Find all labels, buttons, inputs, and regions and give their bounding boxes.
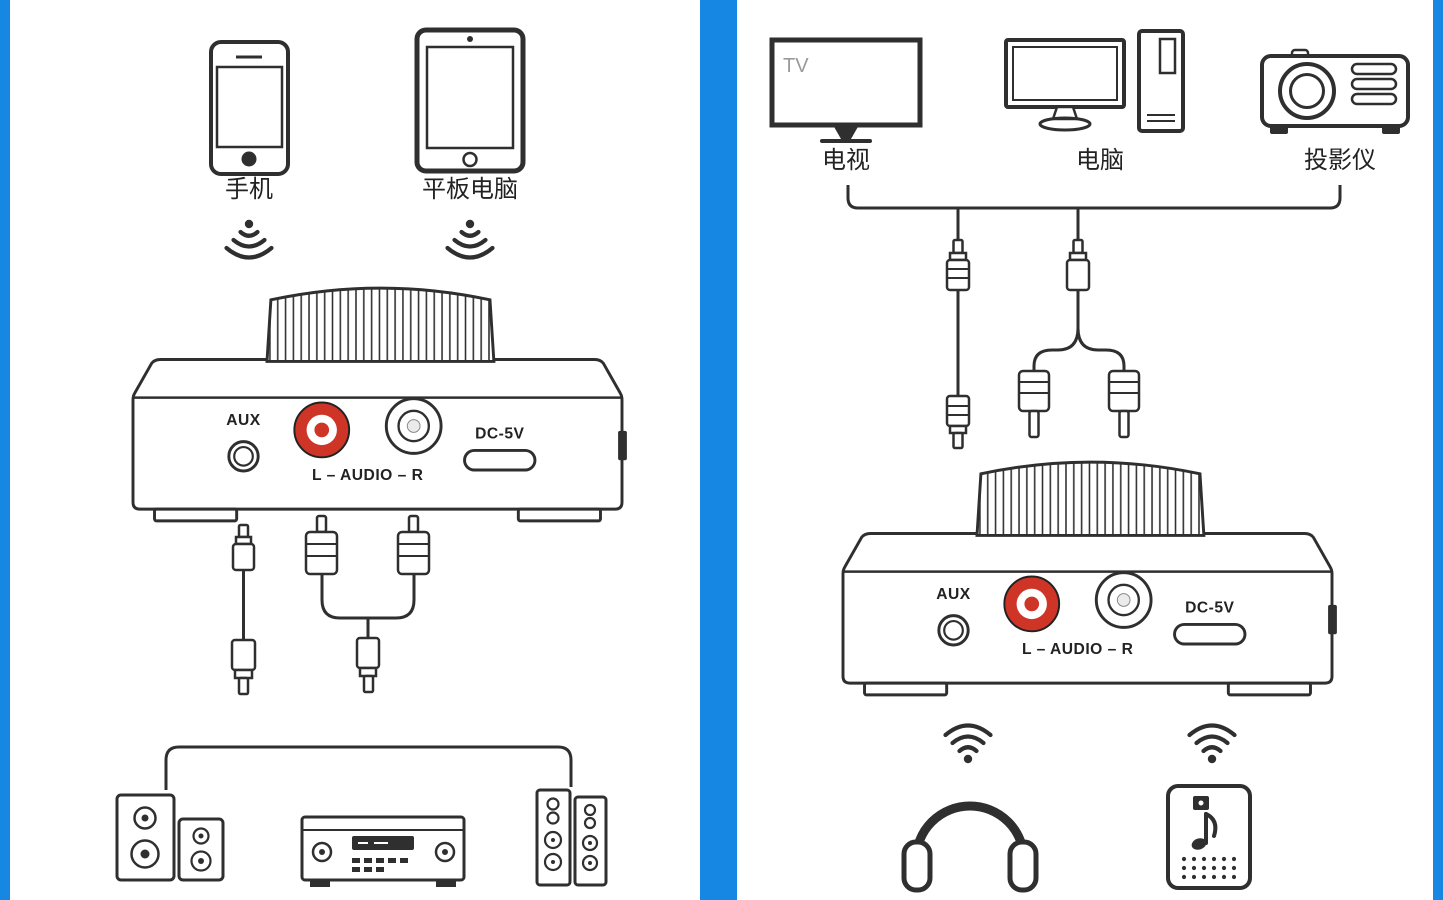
left-panel-content: 手机 平板电脑 xyxy=(115,27,629,887)
bookshelf-speakers-icon xyxy=(115,793,225,882)
projector-icon xyxy=(1260,48,1410,134)
computer-icon xyxy=(1004,29,1185,133)
aux-cable xyxy=(230,523,257,696)
smartphone-icon xyxy=(209,40,290,176)
music-note-icon xyxy=(1191,812,1218,850)
phone-label: 手机 xyxy=(225,176,273,203)
tv-label: 电视 xyxy=(822,147,870,174)
tv-icon: TV xyxy=(769,37,923,143)
headphones-icon xyxy=(901,801,1039,893)
tower-speakers-icon xyxy=(535,788,608,887)
computer-label: 电脑 xyxy=(1076,147,1124,174)
projector-label: 投影仪 xyxy=(1304,147,1376,174)
right-panel-content: TV 电视 电脑 投影仪 xyxy=(769,29,1410,893)
source-wire xyxy=(846,185,1342,240)
aux-to-aux-cable xyxy=(945,238,971,450)
tablet-label: 平板电脑 xyxy=(422,176,518,203)
right-panel xyxy=(737,0,1433,900)
aux-to-rca-cable xyxy=(1017,238,1141,439)
tv-screen-text: TV xyxy=(783,55,809,77)
amplifier-icon xyxy=(300,815,466,887)
tablet-icon xyxy=(414,27,526,174)
rca-y-cable xyxy=(304,514,431,694)
music-speaker-icon xyxy=(1166,784,1252,890)
speaker-wire xyxy=(164,745,573,790)
